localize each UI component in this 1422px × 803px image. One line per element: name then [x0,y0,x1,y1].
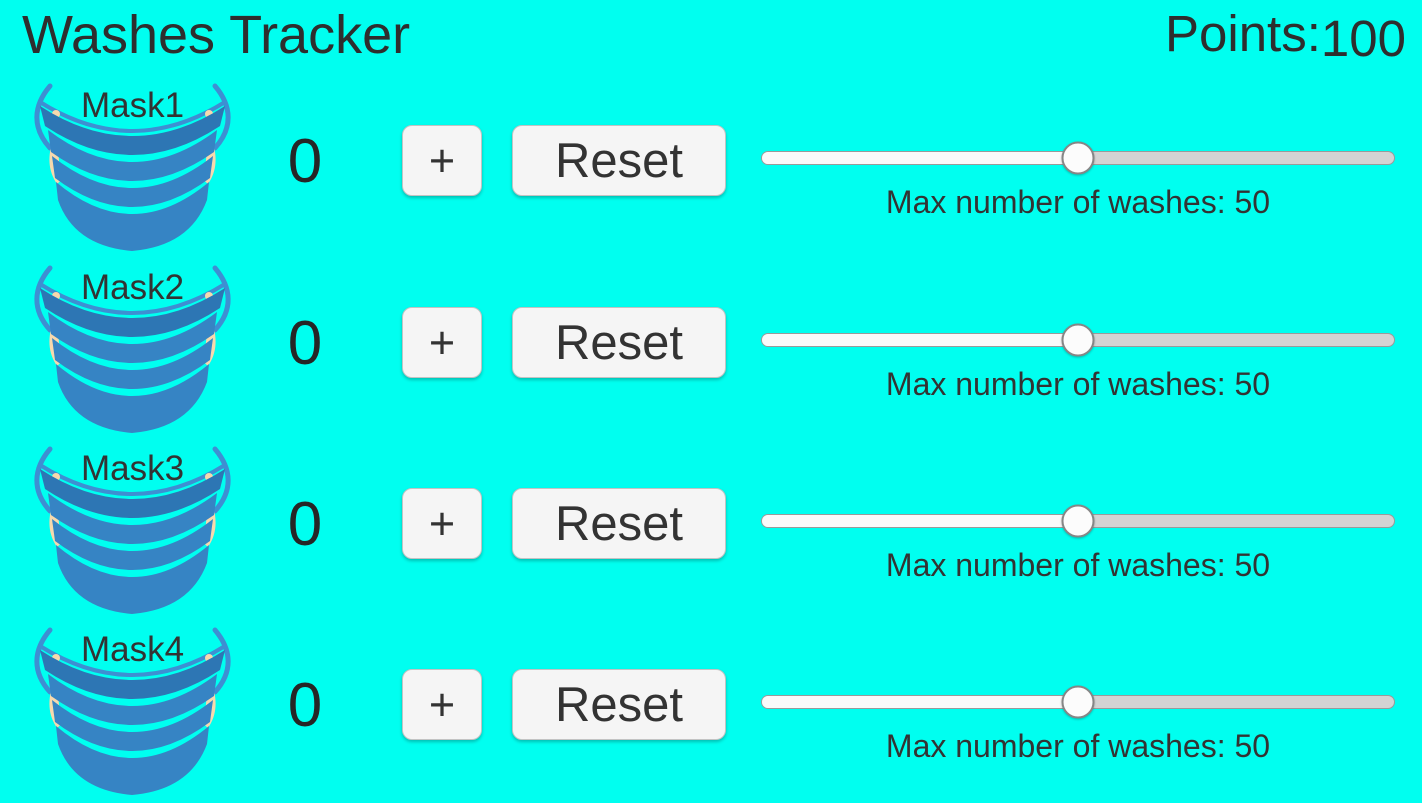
mask-label: Mask1 [80,86,185,125]
mask-icon [34,83,231,251]
slider-thumb[interactable] [1061,141,1095,175]
increment-button[interactable]: + [402,307,482,378]
mask-row: Mask4 0 + Reset Max number of washes: 50 [0,622,1422,803]
points-value: 100 [1320,10,1406,67]
max-washes-label: Max number of washes: 50 [885,366,1271,402]
mask-row: Mask1 0 + Reset Max number of washes: 50 [0,78,1422,259]
slider-track[interactable] [761,323,1395,357]
max-washes-slider[interactable] [761,441,1395,601]
mask-row: Mask2 0 + Reset Max number of washes: 50 [0,260,1422,441]
wash-count: 0 [287,127,323,196]
max-washes-slider[interactable] [761,260,1395,420]
slider-fill [762,515,1078,527]
slider-track[interactable] [761,141,1395,175]
mask-label: Mask4 [80,630,185,669]
max-washes-label: Max number of washes: 50 [885,184,1271,220]
max-washes-label: Max number of washes: 50 [885,547,1271,583]
slider-fill [762,152,1078,164]
mask-icon [34,265,231,433]
max-washes-slider[interactable] [761,78,1395,238]
mask-row: Mask3 0 + Reset Max number of washes: 50 [0,441,1422,622]
slider-thumb[interactable] [1061,504,1095,538]
mask-label: Mask2 [80,268,185,307]
increment-button[interactable]: + [402,669,482,740]
max-washes-slider[interactable] [761,622,1395,782]
reset-button[interactable]: Reset [512,488,726,559]
mask-label: Mask3 [80,449,185,488]
wash-count: 0 [287,490,323,559]
mask-illustration: Mask2 [20,260,245,436]
slider-track[interactable] [761,685,1395,719]
page-title: Washes Tracker [22,5,411,65]
max-washes-label: Max number of washes: 50 [885,728,1271,764]
slider-track[interactable] [761,504,1395,538]
wash-count: 0 [287,309,323,378]
mask-illustration: Mask3 [20,441,245,617]
reset-button[interactable]: Reset [512,125,726,196]
slider-thumb[interactable] [1061,323,1095,357]
increment-button[interactable]: + [402,125,482,196]
wash-count: 0 [287,671,323,740]
reset-button[interactable]: Reset [512,307,726,378]
slider-thumb[interactable] [1061,685,1095,719]
mask-icon [34,446,231,614]
mask-illustration: Mask1 [20,78,245,254]
increment-button[interactable]: + [402,488,482,559]
reset-button[interactable]: Reset [512,669,726,740]
slider-fill [762,696,1078,708]
points-label: Points: [1164,5,1321,62]
mask-illustration: Mask4 [20,622,245,798]
mask-icon [34,627,231,795]
slider-fill [762,334,1078,346]
points-display: Points:100 [1164,2,1406,67]
